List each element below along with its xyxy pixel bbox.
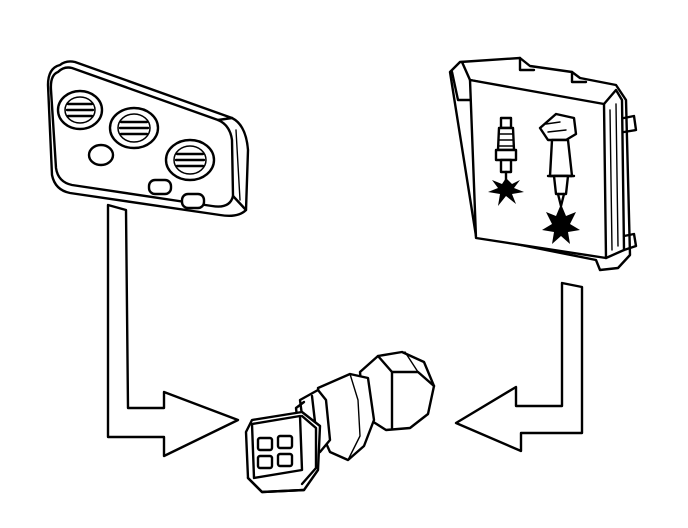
- rect-button: [147, 178, 173, 196]
- flow-arrow-right: [454, 281, 584, 453]
- engine-control-module-icon: [448, 56, 638, 272]
- fuel-injector-icon: [538, 112, 580, 244]
- round-button: [87, 143, 115, 167]
- spark-plug-icon: [488, 116, 524, 206]
- control-knob: [108, 106, 160, 150]
- control-knob: [164, 138, 216, 182]
- climate-control-panel-icon: [46, 60, 250, 218]
- flow-arrow-left: [106, 203, 240, 458]
- control-knob: [56, 89, 104, 131]
- pressure-switch-icon: [244, 350, 436, 494]
- rect-button: [180, 192, 206, 210]
